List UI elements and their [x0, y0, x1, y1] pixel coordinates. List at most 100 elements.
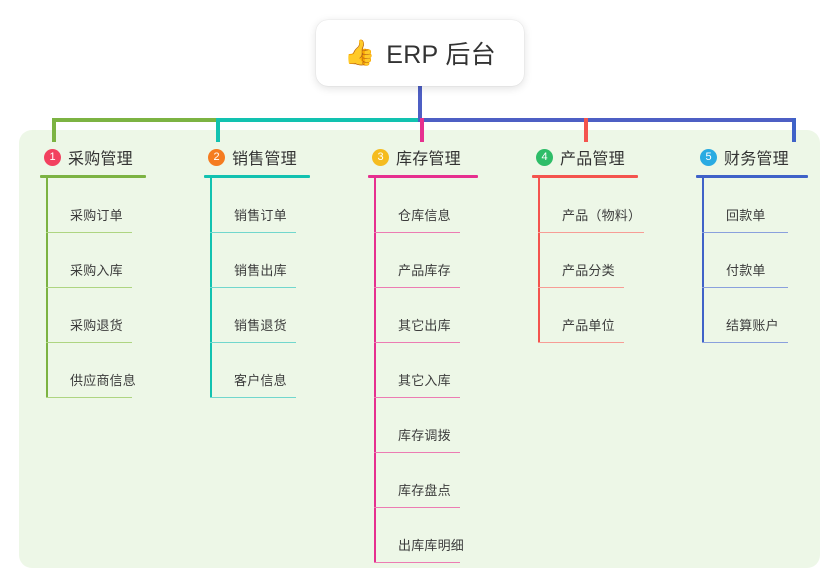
column-header-4[interactable]: 4 产品管理 — [532, 145, 692, 169]
column-header-3[interactable]: 3 库存管理 — [368, 145, 528, 169]
leaf-item[interactable]: 库存调拨 — [374, 398, 528, 453]
leaf-label: 库存盘点 — [398, 483, 451, 498]
leaf-item[interactable]: 结算账户 — [702, 288, 839, 343]
leaf-label: 产品（物料） — [562, 208, 642, 223]
leaf-list: 销售订单销售出库销售退货客户信息 — [210, 178, 364, 398]
leaf-rule — [702, 286, 788, 288]
leaf-item[interactable]: 库存盘点 — [374, 453, 528, 508]
leaf-item[interactable]: 客户信息 — [210, 343, 364, 398]
leaf-rule — [374, 396, 460, 398]
leaf-item[interactable]: 销售出库 — [210, 233, 364, 288]
leaf-rule — [374, 451, 460, 453]
leaf-item[interactable]: 付款单 — [702, 233, 839, 288]
leaf-list: 回款单付款单结算账户 — [702, 178, 839, 343]
leaf-label: 回款单 — [726, 208, 766, 223]
bar-segment-teal — [216, 118, 420, 122]
leaf-label: 采购入库 — [70, 263, 123, 278]
leaf-item[interactable]: 回款单 — [702, 178, 839, 233]
branch-spine — [210, 178, 212, 398]
leaf-item[interactable]: 其它出库 — [374, 288, 528, 343]
column-header-rule — [368, 175, 478, 178]
column-3: 3 库存管理仓库信息产品库存其它出库其它入库库存调拨库存盘点出库库明细 — [368, 145, 528, 563]
column-badge-2: 2 — [208, 148, 225, 166]
leaf-item[interactable]: 销售退货 — [210, 288, 364, 343]
leaf-label: 其它入库 — [398, 373, 451, 388]
leaf-label: 供应商信息 — [70, 373, 137, 388]
leaf-label: 付款单 — [726, 263, 766, 278]
bar-segment-blue — [420, 118, 796, 122]
column-badge-3: 3 — [372, 148, 389, 166]
leaf-label: 采购订单 — [70, 208, 123, 223]
leaf-label: 销售退货 — [234, 318, 287, 333]
leaf-item[interactable]: 采购订单 — [46, 178, 200, 233]
column-badge-5: 5 — [700, 148, 717, 166]
leaf-label: 销售订单 — [234, 208, 287, 223]
branch-spine — [538, 178, 540, 343]
leaf-item[interactable]: 供应商信息 — [46, 343, 200, 398]
leaf-rule — [702, 231, 788, 233]
column-title: 采购管理 — [68, 151, 133, 168]
leaf-rule — [210, 396, 296, 398]
leaf-item[interactable]: 仓库信息 — [374, 178, 528, 233]
leaf-rule — [538, 286, 624, 288]
column-header-2[interactable]: 2 销售管理 — [204, 145, 364, 169]
thumbs-up-icon: 👍 — [344, 38, 376, 67]
column-title: 产品管理 — [560, 151, 625, 168]
leaf-rule — [46, 286, 132, 288]
leaf-item[interactable]: 产品库存 — [374, 233, 528, 288]
column-5: 5 财务管理回款单付款单结算账户 — [696, 145, 839, 343]
leaf-label: 产品库存 — [398, 263, 451, 278]
leaf-rule — [374, 286, 460, 288]
leaf-rule — [374, 231, 460, 233]
leaf-item[interactable]: 销售订单 — [210, 178, 364, 233]
leaf-item[interactable]: 出库库明细 — [374, 508, 528, 563]
root-title: ERP 后台 — [386, 41, 496, 69]
root-connector — [418, 85, 422, 122]
leaf-label: 客户信息 — [234, 373, 287, 388]
column-title: 库存管理 — [396, 151, 461, 168]
bar-segment-green — [52, 118, 216, 122]
column-badge-1: 1 — [44, 148, 61, 166]
leaf-item[interactable]: 产品（物料） — [538, 178, 692, 233]
leaf-label: 产品单位 — [562, 318, 615, 333]
leaf-label: 采购退货 — [70, 318, 123, 333]
leaf-item[interactable]: 产品分类 — [538, 233, 692, 288]
column-1: 1 采购管理采购订单采购入库采购退货供应商信息 — [40, 145, 200, 398]
column-header-rule — [204, 175, 310, 178]
leaf-rule — [538, 231, 644, 233]
column-header-5[interactable]: 5 财务管理 — [696, 145, 839, 169]
leaf-rule — [46, 231, 132, 233]
leaf-list: 采购订单采购入库采购退货供应商信息 — [46, 178, 200, 398]
branch-spine — [702, 178, 704, 343]
leaf-rule — [702, 341, 788, 343]
column-header-rule — [532, 175, 638, 178]
leaf-rule — [374, 506, 460, 508]
leaf-label: 其它出库 — [398, 318, 451, 333]
root-node[interactable]: 👍 ERP 后台 — [316, 20, 524, 86]
leaf-label: 出库库明细 — [398, 538, 465, 553]
column-title: 销售管理 — [232, 151, 297, 168]
column-2: 2 销售管理销售订单销售出库销售退货客户信息 — [204, 145, 364, 398]
column-badge-4: 4 — [536, 148, 553, 166]
leaf-rule — [210, 286, 296, 288]
leaf-item[interactable]: 产品单位 — [538, 288, 692, 343]
leaf-list: 产品（物料） 产品分类产品单位 — [538, 178, 692, 343]
column-title: 财务管理 — [724, 151, 789, 168]
leaf-rule — [46, 396, 132, 398]
leaf-rule — [374, 341, 460, 343]
leaf-rule — [210, 231, 296, 233]
leaf-label: 库存调拨 — [398, 428, 451, 443]
leaf-label: 仓库信息 — [398, 208, 451, 223]
leaf-rule — [46, 341, 132, 343]
leaf-item[interactable]: 采购入库 — [46, 233, 200, 288]
branch-spine — [46, 178, 48, 398]
leaf-item[interactable]: 其它入库 — [374, 343, 528, 398]
column-header-rule — [40, 175, 146, 178]
column-header-1[interactable]: 1 采购管理 — [40, 145, 200, 169]
leaf-label: 销售出库 — [234, 263, 287, 278]
content-panel — [19, 130, 820, 568]
leaf-item[interactable]: 采购退货 — [46, 288, 200, 343]
column-header-rule — [696, 175, 808, 178]
leaf-label: 结算账户 — [726, 318, 779, 333]
